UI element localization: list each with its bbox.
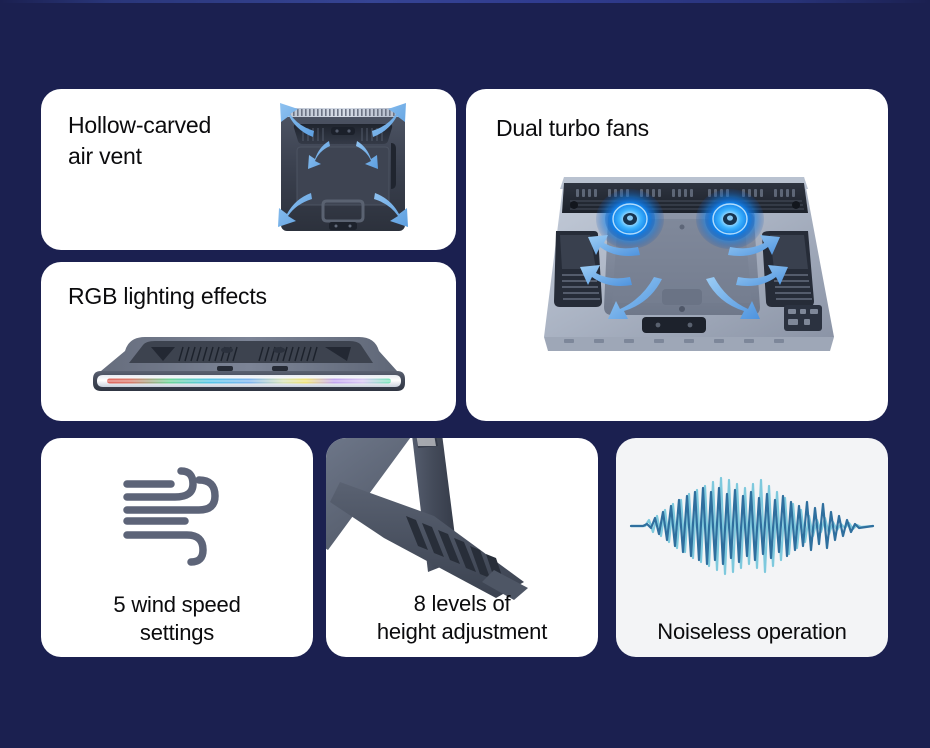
rgb-light-strip-image: [67, 325, 432, 405]
card-title-hollow-carved-air-vent: Hollow-carved air vent: [68, 112, 212, 169]
sound-waveform-graphic: [629, 466, 875, 586]
card-title-rgb-lighting-effects: RGB lighting effects: [68, 283, 267, 309]
feature-card-rgb-lighting-effects: RGB lighting effects: [41, 262, 456, 421]
caption-wind-speed-settings: 5 wind speed settings: [113, 592, 241, 645]
feature-card-hollow-carved-air-vent: Hollow-carved air vent: [41, 89, 456, 250]
cooling-pad-dual-fan-image: [512, 169, 842, 379]
caption-noiseless-operation: Noiseless operation: [657, 619, 847, 644]
caption-height-adjustment: 8 levels of height adjustment: [376, 591, 548, 644]
card-title-dual-turbo-fans: Dual turbo fans: [496, 115, 649, 141]
feature-card-noiseless-operation: Noiseless operation: [616, 438, 888, 657]
cooling-pad-rear-vent-image: [267, 97, 419, 239]
top-accent-strip: [0, 0, 930, 3]
wind-lines-icon: [115, 458, 239, 568]
feature-card-height-adjustment: 8 levels of height adjustment: [326, 438, 598, 657]
feature-card-dual-turbo-fans: Dual turbo fans: [466, 89, 888, 421]
feature-card-wind-speed-settings: 5 wind speed settings: [41, 438, 313, 657]
adjustable-kickstand-image: [326, 438, 598, 605]
